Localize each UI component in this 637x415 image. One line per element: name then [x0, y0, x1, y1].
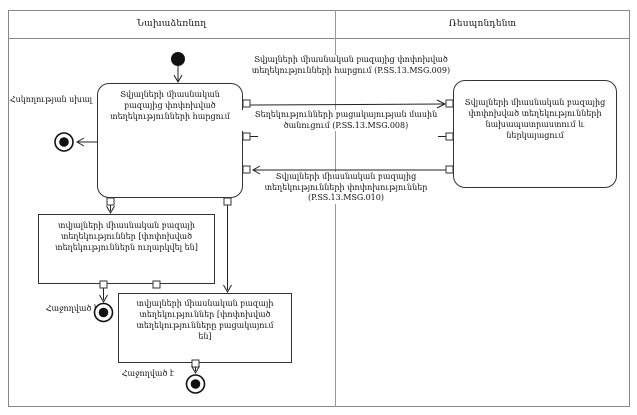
- header-divider-line: [8, 38, 630, 39]
- lane-divider-line: [335, 10, 336, 407]
- action-prepare-present-info: Տվյալների միասնական բազայից փոփոխված տեղ…: [453, 80, 617, 188]
- object-info-sent: տվյալների միասնական բազայի տեղեկությունն…: [38, 214, 215, 284]
- label-success-1: Հաջողված է: [45, 304, 98, 313]
- action-request-changed-info: Տվյալների միասնական բազայից փոփոխված տեղ…: [97, 83, 243, 198]
- action-prepare-label: Տվյալների միասնական բազայից փոփոխված տեղ…: [464, 98, 606, 140]
- label-control-error: Հսկողության սխալ: [9, 95, 93, 104]
- message-label-msg010: Տվյալների միասնական բազայից տեղեկություն…: [263, 172, 429, 204]
- lane-header-initiator: Նախաձեռնող: [136, 19, 207, 29]
- lane-header-respondent: Ռեսպոնդենտ: [448, 19, 517, 29]
- message-label-msg008: Տեղեկությունների բացակայության մասին ծան…: [240, 110, 452, 131]
- object-info-absent-label: տվյալների միասնական բազայի տեղեկությունն…: [136, 299, 274, 341]
- object-info-absent: տվյալների միասնական բազայի տեղեկությունն…: [118, 293, 292, 363]
- label-success-2: Հաջողված է: [121, 369, 174, 378]
- diagram-frame: [8, 10, 630, 407]
- message-label-msg009: Տվյալների միասնական բազայից փոփոխված տեղ…: [248, 55, 454, 76]
- object-info-sent-label: տվյալների միասնական բազայի տեղեկությունն…: [55, 221, 198, 252]
- action-request-label: Տվյալների միասնական բազայից փոփոխված տեղ…: [110, 90, 230, 121]
